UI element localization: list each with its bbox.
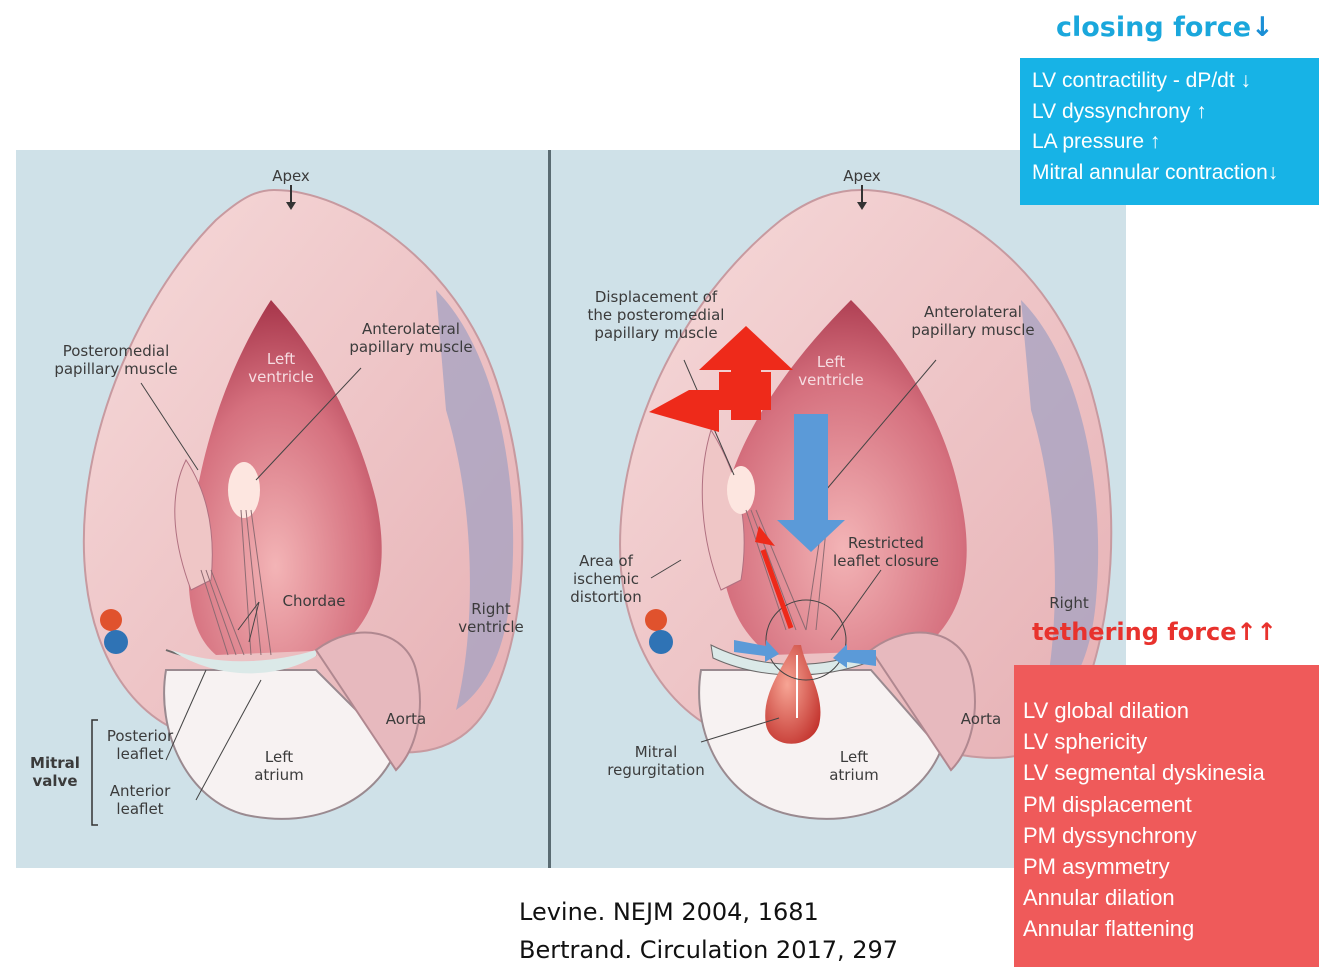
right-ventricle-label: Right ventricle xyxy=(441,600,541,636)
down-arrow-icon: ↓ xyxy=(1251,12,1274,43)
citations: Levine. NEJM 2004, 1681 Bertrand. Circul… xyxy=(519,893,898,969)
double-up-arrow-icon: ↑↑ xyxy=(1237,618,1277,646)
tethering-item: PM asymmetry xyxy=(1023,851,1319,882)
closing-item-text: LV dyssynchrony xyxy=(1032,100,1190,123)
tethering-item: PM dyssynchrony xyxy=(1023,820,1319,851)
closing-item: LA pressure ↑ xyxy=(1032,127,1319,158)
anterior-leaflet-label: Anterior leaflet xyxy=(100,782,180,818)
tethering-force-title-text: tethering force xyxy=(1032,618,1237,646)
tethering-force-box: LV global dilation LV sphericity LV segm… xyxy=(1014,665,1319,967)
tethering-item: LV segmental dyskinesia xyxy=(1023,757,1319,788)
closing-item: Mitral annular contraction↓ xyxy=(1032,158,1319,189)
mitral-valve-label: Mitral valve xyxy=(30,754,80,790)
up-arrow-icon: ↑ xyxy=(1150,130,1161,153)
displacement-label: Displacement of the posteromedial papill… xyxy=(576,288,736,342)
up-arrow-icon: ↑ xyxy=(1196,100,1207,123)
tethering-item: Annular flattening xyxy=(1023,913,1319,944)
down-arrow-icon: ↓ xyxy=(1241,69,1252,92)
tethering-item: PM displacement xyxy=(1023,789,1319,820)
left-atrium-label: Left atrium xyxy=(244,748,314,784)
tethering-force-title: tethering force↑↑ xyxy=(1032,618,1277,646)
apex-label: Apex xyxy=(256,167,326,185)
aorta-label-right: Aorta xyxy=(946,710,1016,728)
posterior-leaflet-label: Posterior leaflet xyxy=(100,727,180,763)
closing-item: LV contractility - dP/dt ↓ xyxy=(1032,66,1319,97)
restricted-closure-label: Restricted leaflet closure xyxy=(821,534,951,570)
closing-force-box: LV contractility - dP/dt ↓ LV dyssynchro… xyxy=(1020,58,1319,205)
tethering-item: Annular dilation xyxy=(1023,882,1319,913)
ischemic-distortion-label: Area of ischemic distortion xyxy=(561,552,651,606)
left-ventricle-label-right: Left ventricle xyxy=(791,353,871,389)
closing-item-text: LA pressure xyxy=(1032,130,1144,153)
apex-label-right: Apex xyxy=(827,167,897,185)
normal-heart-illustration: Apex Posteromedial papillary muscle Left… xyxy=(16,150,548,868)
left-atrium-label-right: Left atrium xyxy=(819,748,889,784)
citation: Bertrand. Circulation 2017, 297 xyxy=(519,931,898,969)
posteromedial-label: Posteromedial papillary muscle xyxy=(36,342,196,378)
tethering-item: LV global dilation xyxy=(1023,695,1319,726)
tethering-item: LV sphericity xyxy=(1023,726,1319,757)
anterolateral-label-right: Anterolateral papillary muscle xyxy=(893,303,1053,339)
anterolateral-label: Anterolateral papillary muscle xyxy=(336,320,486,356)
closing-item: LV dyssynchrony ↑ xyxy=(1032,97,1319,128)
aorta-label: Aorta xyxy=(371,710,441,728)
chordae-label: Chordae xyxy=(274,592,354,610)
closing-force-title: closing force↓ xyxy=(1056,12,1274,43)
down-arrow-icon: ↓ xyxy=(1268,161,1279,184)
closing-item-text: LV contractility - dP/dt xyxy=(1032,69,1235,92)
right-ventricle-label-right: Right xyxy=(1039,594,1099,612)
closing-force-title-text: closing force xyxy=(1056,12,1251,43)
closing-item-text: Mitral annular contraction xyxy=(1032,161,1268,184)
citation: Levine. NEJM 2004, 1681 xyxy=(519,893,898,931)
left-ventricle-label: Left ventricle xyxy=(241,350,321,386)
mitral-regurgitation-label: Mitral regurgitation xyxy=(601,743,711,779)
